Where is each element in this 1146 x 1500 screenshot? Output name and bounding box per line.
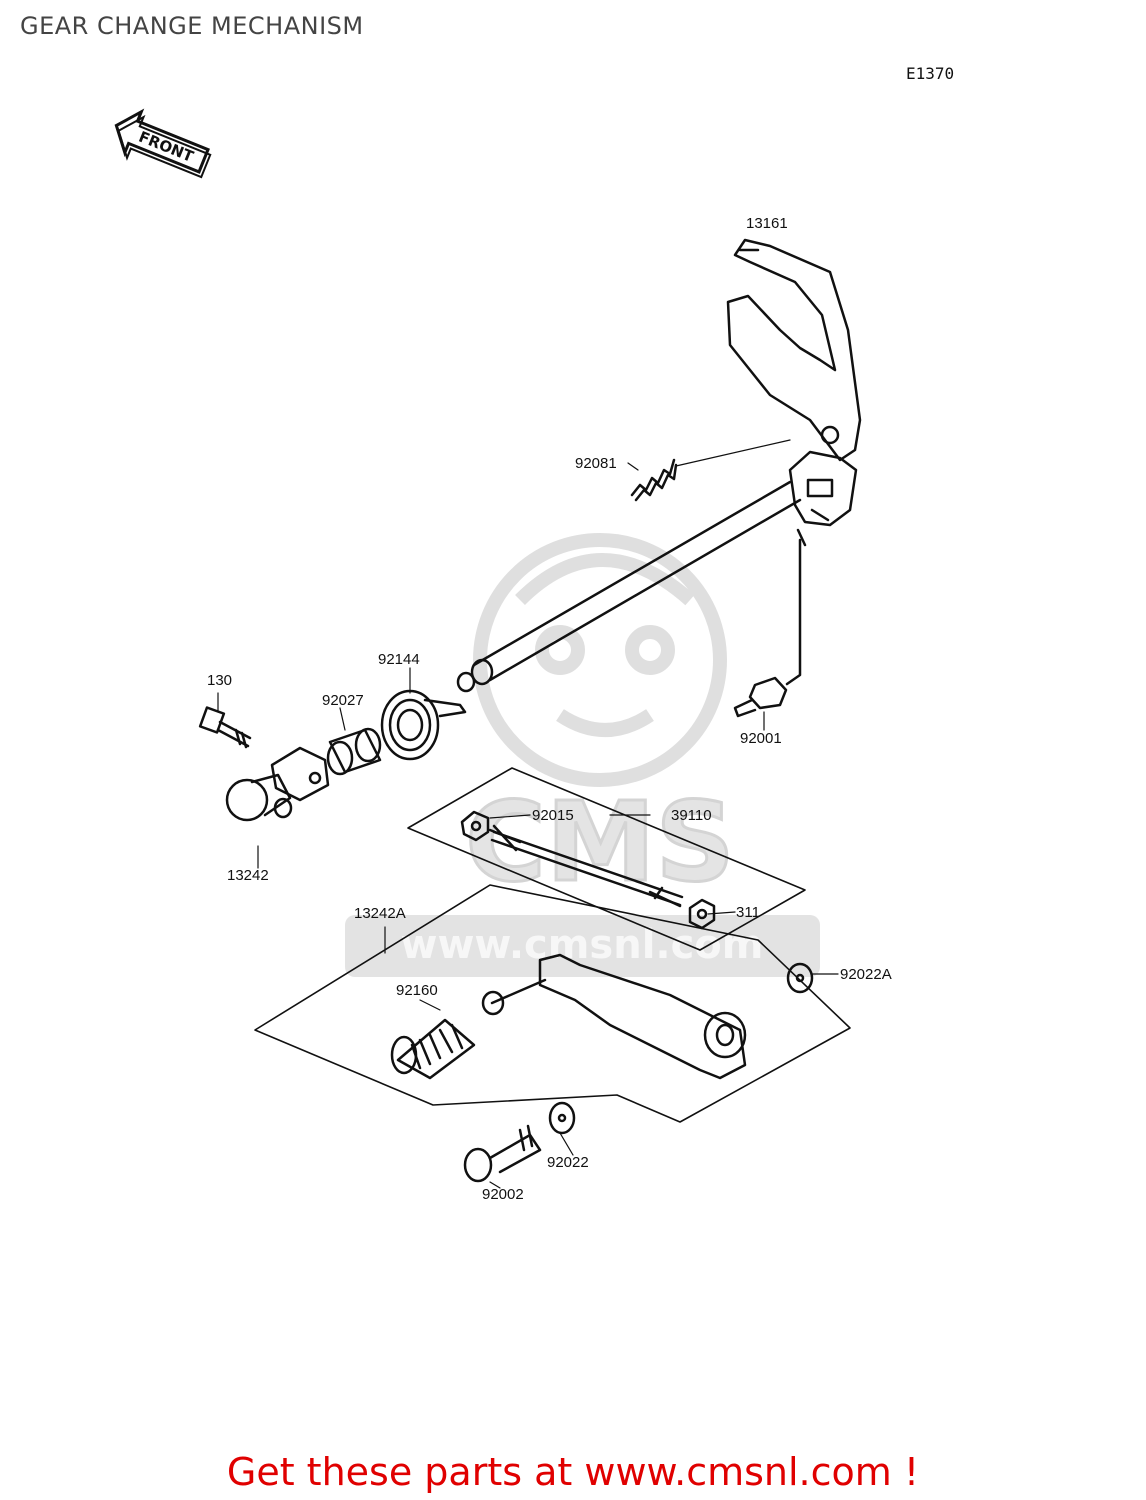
part-label-311[interactable]: 311 [736,904,760,921]
part-label-39110[interactable]: 39110 [671,807,712,824]
part-label-13242[interactable]: 13242 [227,867,269,884]
footer-parts-link[interactable]: Get these parts at www.cmsnl.com ! [226,1450,920,1494]
part-label-92002[interactable]: 92002 [482,1186,524,1203]
shift-shaft [456,480,802,693]
line-art [198,238,862,1189]
page-title: GEAR CHANGE MECHANISM [20,12,364,40]
part-label-92081[interactable]: 92081 [575,455,617,472]
washer-92022A [786,962,814,994]
rod-end-13242 [225,773,293,822]
part-label-92001[interactable]: 92001 [740,730,782,747]
watermark-logo: CMS [465,778,734,906]
rubber-92160 [390,1018,476,1080]
lever-clamp [270,746,330,802]
washer-92022 [548,1101,576,1135]
shift-fork-13161 [726,238,862,462]
part-label-92015[interactable]: 92015 [532,807,574,824]
tie-rod-39110 [488,824,684,908]
leader-lines [217,439,839,1189]
watermark-banner [345,915,820,977]
part-label-92144[interactable]: 92144 [378,651,420,668]
return-spring-92144 [380,689,467,761]
nut-92015 [460,810,490,842]
tie-rod-box [254,767,851,1123]
front-arrow-icon: FRONT [114,108,212,179]
diagram-code: E1370 [906,64,955,83]
part-label-130[interactable]: 130 [207,672,233,689]
shift-arm [788,450,858,547]
spring-92081 [630,458,678,502]
nut-311 [688,898,716,930]
part-label-13242A[interactable]: 13242A [354,905,406,922]
shift-pedal-13242A [481,953,747,1080]
bolt-130 [198,706,252,749]
exploded-diagram: CMS www.cmsnl.com FRONT [114,108,862,1189]
part-label-92027[interactable]: 92027 [322,692,364,709]
bolt-92001 [733,538,802,718]
pivot-bolt-92002 [463,1124,542,1183]
watermark-url: www.cmsnl.com [401,922,764,968]
part-label-92022[interactable]: 92022 [547,1154,589,1171]
watermark-mascot-icon [473,533,727,787]
part-label-92160[interactable]: 92160 [396,982,438,999]
part-label-92022A[interactable]: 92022A [840,966,892,983]
part-label-13161[interactable]: 13161 [746,215,788,232]
collar-92027 [326,727,382,776]
